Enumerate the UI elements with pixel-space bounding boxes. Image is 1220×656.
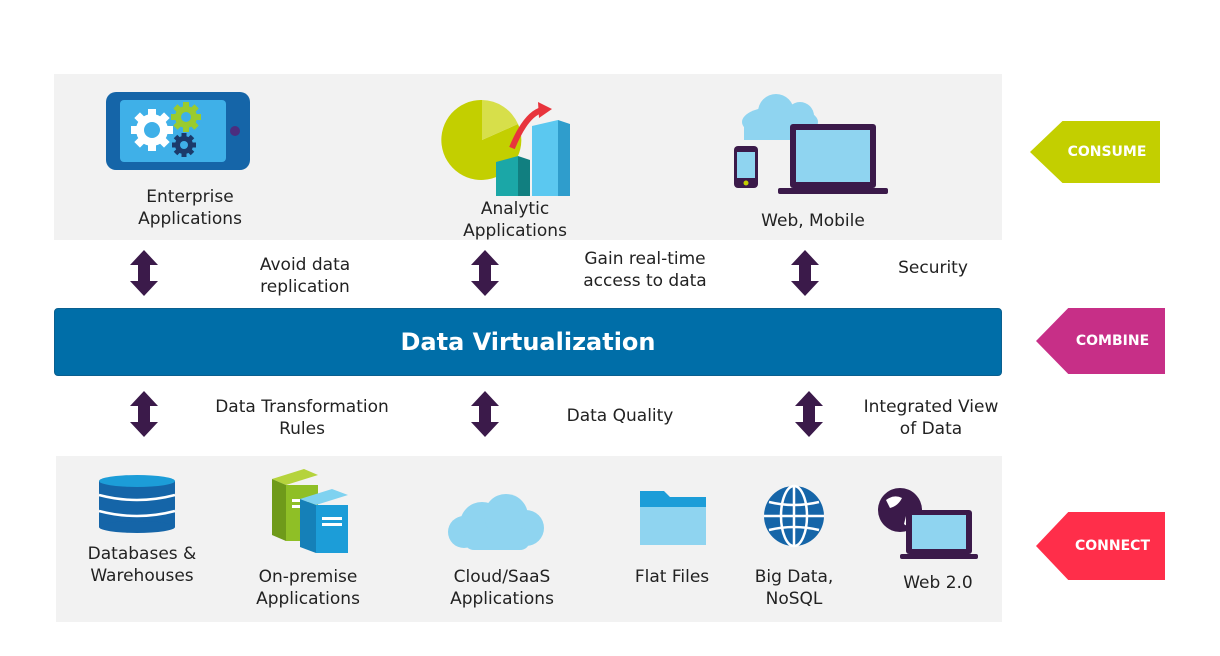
combine-tag: COMBINE bbox=[1036, 308, 1165, 374]
consume-label-analytic: Analytic Applications bbox=[463, 199, 567, 241]
connect-tag-label: CONNECT bbox=[1075, 538, 1150, 554]
connect-label-on-premise: On-premise Applications bbox=[256, 567, 360, 609]
double-arrow-icon bbox=[795, 391, 823, 437]
link-label-avoid-replication: Avoid data replication bbox=[259, 255, 351, 297]
servers-icon bbox=[272, 469, 348, 553]
link-label-data-quality: Data Quality bbox=[566, 406, 674, 426]
gears-tablet-icon bbox=[106, 92, 250, 170]
double-arrow-icon bbox=[471, 250, 499, 296]
data-virtualization-bar: Data Virtualization bbox=[54, 308, 1002, 376]
web-laptop-icon bbox=[878, 488, 978, 559]
globe-icon bbox=[764, 484, 824, 548]
cloud-icon bbox=[448, 494, 544, 550]
link-label-integrated-view: Integrated View of Data bbox=[863, 397, 999, 439]
link-label-security: Security bbox=[898, 258, 968, 278]
double-arrow-icon bbox=[130, 391, 158, 437]
double-arrow-icon bbox=[791, 250, 819, 296]
double-arrow-icon bbox=[130, 250, 158, 296]
connect-label-web-2: Web 2.0 bbox=[903, 573, 973, 593]
folder-icon bbox=[640, 491, 706, 545]
connect-tag: CONNECT bbox=[1036, 512, 1165, 580]
consume-label-web-mobile: Web, Mobile bbox=[761, 211, 865, 231]
data-virtualization-title: Data Virtualization bbox=[400, 328, 656, 356]
double-arrow-icon bbox=[471, 391, 499, 437]
consume-tag-label: CONSUME bbox=[1067, 144, 1147, 160]
database-icon bbox=[98, 475, 176, 533]
connect-label-flat-files: Flat Files bbox=[634, 567, 710, 587]
consume-tag: CONSUME bbox=[1030, 121, 1160, 183]
connect-label-big-data: Big Data, NoSQL bbox=[754, 567, 834, 609]
combine-tag-label: COMBINE bbox=[1075, 333, 1150, 349]
consume-label-enterprise: Enterprise Applications bbox=[138, 187, 242, 229]
analytics-chart-icon bbox=[441, 100, 570, 196]
web-mobile-icon bbox=[734, 94, 888, 194]
link-label-transformation-rules: Data Transformation Rules bbox=[215, 397, 389, 439]
connect-label-databases: Databases & Warehouses bbox=[87, 544, 197, 586]
connect-label-cloud-saas: Cloud/SaaS Applications bbox=[450, 567, 554, 609]
link-label-real-time-access: Gain real-time access to data bbox=[583, 249, 707, 291]
